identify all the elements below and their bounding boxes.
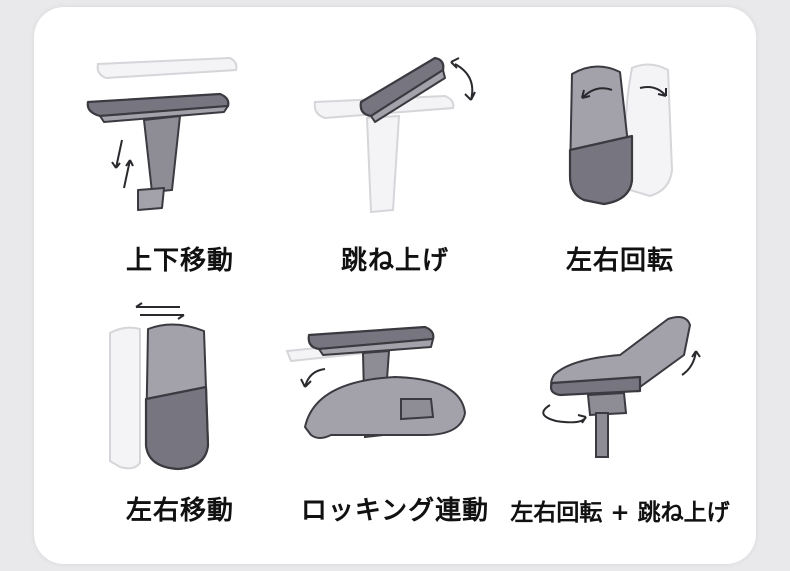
feature-flip-up: 跳ね上げ bbox=[275, 40, 515, 280]
armrest-flip-up-icon bbox=[313, 56, 476, 214]
feature-label: 上下移動 bbox=[125, 246, 234, 276]
armrest-rotate-flip-icon bbox=[542, 316, 701, 458]
feature-rotate: 左右回転 bbox=[500, 40, 740, 280]
feature-rotate-flip: 左右回転 + 跳ね上げ bbox=[500, 295, 740, 535]
feature-label: ロッキング連動 bbox=[300, 496, 490, 526]
armrest-rocking-icon bbox=[285, 325, 466, 439]
feature-slide: 左右移動 bbox=[60, 295, 300, 535]
armrest-slide-icon bbox=[109, 302, 210, 471]
feature-up-down: 上下移動 bbox=[60, 40, 300, 280]
armrest-rotate-icon bbox=[568, 63, 674, 206]
feature-rocking: ロッキング連動 bbox=[275, 295, 515, 535]
feature-label: 跳ね上げ bbox=[340, 246, 449, 276]
armrest-up-down-icon bbox=[86, 56, 238, 211]
feature-label: 左右移動 bbox=[125, 496, 234, 526]
feature-label: 左右回転 bbox=[565, 246, 674, 276]
feature-label: 左右回転 + 跳ね上げ bbox=[510, 500, 730, 526]
